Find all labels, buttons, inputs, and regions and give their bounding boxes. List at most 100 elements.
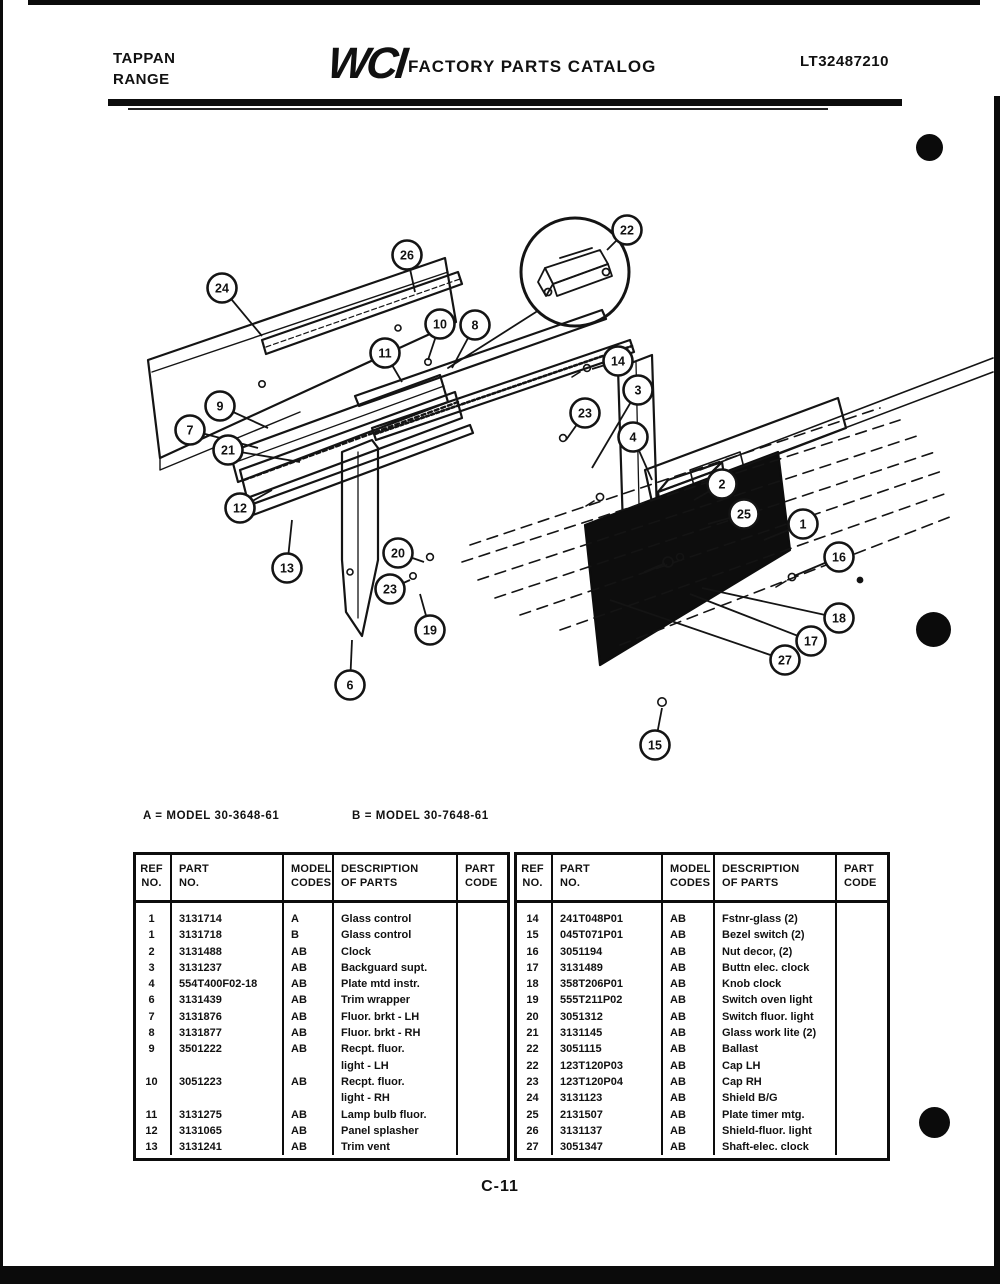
header-rule	[108, 99, 902, 106]
punch-hole	[919, 1107, 950, 1138]
cell-part-code	[837, 1123, 887, 1139]
cell-model-codes: B	[284, 927, 334, 944]
punch-hole	[916, 134, 943, 161]
cell-part-no: 045T071P01	[553, 927, 663, 944]
cell-description: Backguard supt.	[334, 959, 458, 977]
cell-part-no: 3131877	[172, 1025, 284, 1042]
cell-model-codes: AB	[284, 1073, 334, 1107]
callout-11: 11	[369, 337, 403, 383]
callout-26: 26	[391, 239, 423, 293]
svg-text:11: 11	[378, 347, 391, 361]
cell-description: Trim vent	[334, 1139, 458, 1156]
cell-part-code	[458, 976, 507, 992]
cell-ref-no: 22	[517, 1041, 553, 1058]
cell-ref-no: 10	[136, 1073, 172, 1107]
cell-description: Switch oven light	[715, 992, 837, 1009]
brand-line-1: TAPPAN	[113, 50, 176, 67]
svg-text:22: 22	[620, 224, 634, 238]
column-header: REF NO.	[517, 855, 553, 903]
cell-part-code	[458, 960, 507, 976]
svg-text:20: 20	[391, 547, 405, 561]
cell-description: Cap LH	[715, 1057, 837, 1074]
column-header: REF NO.	[136, 855, 172, 903]
cell-description: Buttn elec. clock	[715, 959, 837, 977]
svg-text:12: 12	[233, 502, 247, 516]
callout-12: 12	[224, 489, 273, 524]
cell-ref-no: 6	[136, 992, 172, 1009]
callout-18: 18	[701, 587, 855, 634]
cell-part-no: 3051312	[553, 1008, 663, 1026]
scan-edge-bottom	[0, 1266, 1000, 1284]
cell-model-codes: AB	[663, 1122, 715, 1140]
cell-ref-no: 7	[136, 1008, 172, 1026]
cell-description: Nut decor, (2)	[715, 943, 837, 960]
cell-part-code	[837, 960, 887, 976]
cell-model-codes: AB	[663, 1106, 715, 1123]
cell-description: Fluor. brkt - RH	[334, 1025, 458, 1042]
svg-text:15: 15	[648, 739, 662, 753]
cell-model-codes: AB	[284, 1008, 334, 1026]
punch-hole	[916, 612, 951, 647]
cell-part-code	[458, 1123, 507, 1139]
cell-description: Glass work lite (2)	[715, 1025, 837, 1042]
cell-ref-no: 17	[517, 959, 553, 977]
column-header: PART NO.	[553, 855, 663, 903]
cell-ref-no: 18	[517, 976, 553, 993]
cell-ref-no: 21	[517, 1025, 553, 1042]
scan-edge-top	[28, 0, 980, 5]
cell-part-no: 2131507	[553, 1106, 663, 1123]
callout-23: 23	[565, 397, 601, 441]
cell-part-code	[837, 927, 887, 943]
callout-6: 6	[334, 639, 366, 701]
cell-description: Clock	[334, 943, 458, 960]
svg-text:24: 24	[215, 282, 229, 296]
model-b-label: B = MODEL 30-7648-61	[352, 810, 489, 822]
cell-description: Fluor. brkt - LH	[334, 1008, 458, 1026]
cell-model-codes: AB	[663, 943, 715, 960]
cell-part-no: 3051115	[553, 1041, 663, 1058]
column-header: PART CODE	[837, 855, 887, 903]
callout-3: 3	[591, 374, 654, 469]
cell-description: Fstnr-glass (2)	[715, 903, 837, 928]
callout-8: 8	[451, 309, 491, 369]
cell-part-code	[458, 1025, 507, 1041]
cell-ref-no: 23	[517, 1073, 553, 1091]
cell-model-codes: AB	[663, 1073, 715, 1091]
cell-ref-no: 3	[136, 959, 172, 977]
cell-part-code	[458, 1107, 507, 1123]
cell-model-codes: AB	[663, 1139, 715, 1156]
cell-part-no: 554T400F02-18	[172, 976, 284, 993]
svg-text:26: 26	[400, 249, 414, 263]
page-number: C-11	[481, 1178, 519, 1195]
cell-part-code	[458, 1074, 507, 1107]
cell-description: Trim wrapper	[334, 992, 458, 1009]
callout-1: 1	[763, 508, 819, 541]
document-number: LT32487210	[800, 53, 889, 70]
cell-part-code	[837, 992, 887, 1008]
cell-ref-no: 19	[517, 992, 553, 1009]
svg-text:2: 2	[719, 478, 726, 492]
column-header: MODEL CODES	[663, 855, 715, 903]
callout-24: 24	[206, 272, 263, 337]
cell-ref-no: 12	[136, 1122, 172, 1140]
svg-text:18: 18	[832, 612, 846, 626]
cell-ref-no: 26	[517, 1122, 553, 1140]
cell-part-no: 3131439	[172, 992, 284, 1009]
cell-part-no: 3131137	[553, 1122, 663, 1140]
callout-20: 20	[382, 537, 425, 569]
cell-ref-no: 13	[136, 1139, 172, 1156]
svg-text:21: 21	[221, 444, 235, 458]
cell-description: Switch fluor. light	[715, 1008, 837, 1026]
cell-description: Plate mtd instr.	[334, 976, 458, 993]
callout-10: 10	[424, 308, 456, 361]
cell-model-codes: A	[284, 903, 334, 928]
brand-line-2: RANGE	[113, 71, 170, 88]
cell-model-codes: AB	[284, 1025, 334, 1042]
cell-part-code	[458, 992, 507, 1008]
cell-ref-no: 25	[517, 1106, 553, 1123]
callout-17: 17	[689, 593, 827, 657]
